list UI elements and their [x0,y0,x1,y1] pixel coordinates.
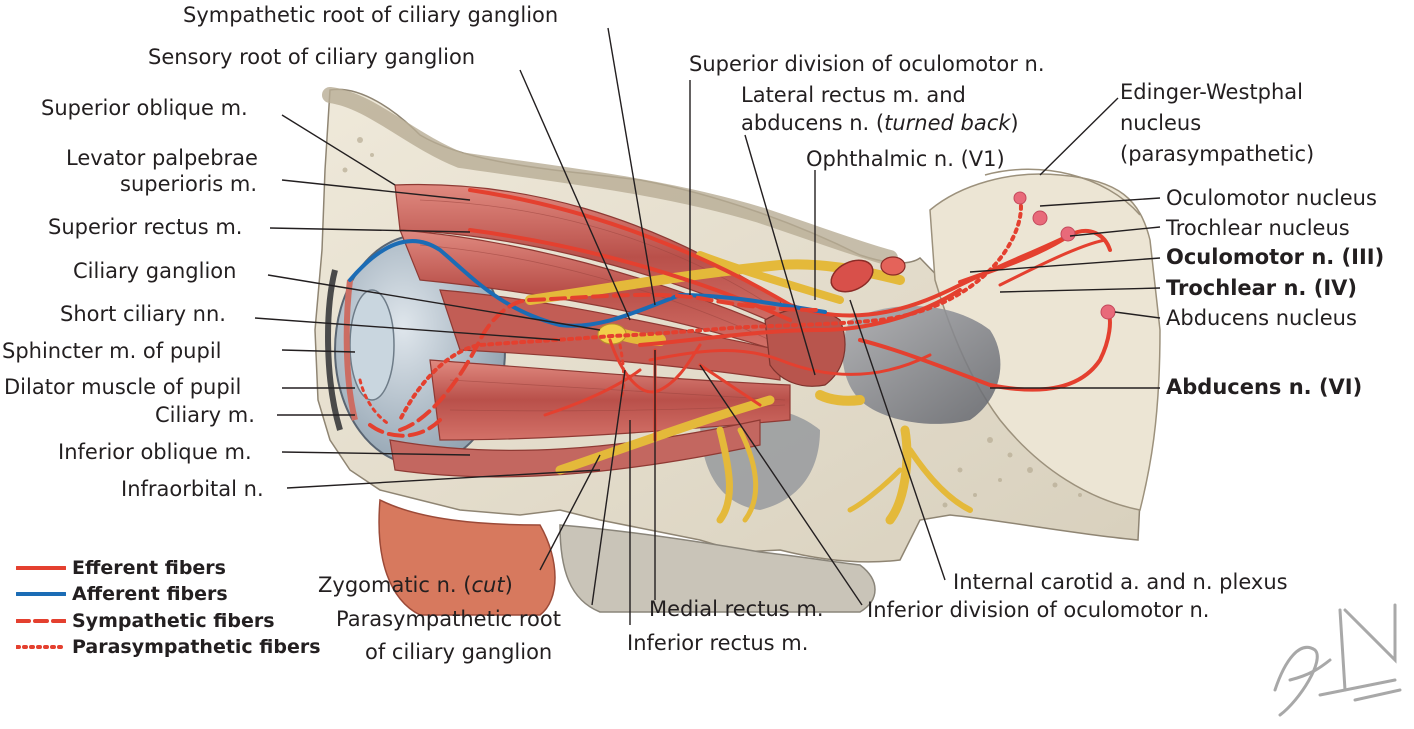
legend-label: Efferent fibers [72,557,226,579]
legend-item: Parasympathetic fibers [16,636,321,658]
label-inferior-oblique: Inferior oblique m. [58,440,252,464]
label-edinger-line1: Edinger-Westphal [1120,80,1303,104]
label-zygomatic-b: cut [471,573,505,597]
label-abducens-nerve: Abducens n. (VI) [1166,375,1363,399]
label-levator-line1: Levator palpebrae [66,146,258,170]
label-superior-rectus: Superior rectus m. [48,215,243,239]
label-parasym-root-line1: Parasympathetic root [336,607,561,631]
legend-label: Sympathetic fibers [72,610,275,632]
label-lateral-rectus-line1: Lateral rectus m. and [741,83,966,107]
label-infraorbital: Infraorbital n. [121,477,264,501]
label-internal-carotid: Internal carotid a. and n. plexus [953,570,1288,594]
label-sympathetic-root: Sympathetic root of ciliary ganglion [183,3,559,27]
label-inferior-division: Inferior division of oculomotor n. [867,598,1210,622]
label-superior-division: Superior division of oculomotor n. [689,52,1045,76]
label-ciliary-muscle: Ciliary m. [155,403,255,427]
legend-swatch [16,566,66,570]
label-zygomatic-c: ) [504,573,513,597]
label-lateral-rectus-b: turned back [884,111,1011,135]
netter-signature [1273,603,1402,717]
label-ciliary-ganglion: Ciliary ganglion [73,259,237,283]
label-levator-line2: superioris m. [120,172,258,196]
label-zygomatic: Zygomatic n. (cut) [318,573,513,597]
label-edinger-line2: nucleus [1120,111,1202,135]
label-superior-oblique: Superior oblique m. [41,96,248,120]
legend-item: Afferent fibers [16,583,228,605]
label-medial-rectus: Medial rectus m. [649,597,824,621]
label-edinger-line3: (parasympathetic) [1120,142,1315,166]
brainstem-nuclei [1013,191,1116,320]
label-lateral-rectus-a: abducens n. ( [741,111,885,135]
label-inferior-rectus: Inferior rectus m. [627,631,809,655]
label-trochlear-nerve: Trochlear n. (IV) [1166,276,1357,300]
label-zygomatic-a: Zygomatic n. ( [318,573,472,597]
label-abducens-nucleus: Abducens nucleus [1166,306,1357,330]
label-lateral-rectus-line2: abducens n. (turned back) [741,111,1019,135]
label-sensory-root: Sensory root of ciliary ganglion [148,45,476,69]
label-short-ciliary: Short ciliary nn. [60,302,226,326]
leader-lines [254,27,1161,625]
label-dilator: Dilator muscle of pupil [4,375,242,399]
legend-swatch [16,645,66,649]
legend-item: Sympathetic fibers [16,610,275,632]
legend-swatch [16,619,66,623]
label-trochlear-nucleus: Trochlear nucleus [1166,216,1350,240]
legend-swatch [16,592,66,596]
legend-label: Afferent fibers [72,583,228,605]
internal-carotid-artery [830,256,906,293]
label-parasym-root-line2: of ciliary ganglion [365,640,553,664]
legend-label: Parasympathetic fibers [72,636,321,658]
label-lateral-rectus-c: ) [1010,111,1019,135]
label-ophthalmic: Ophthalmic n. (V1) [806,147,1005,171]
label-sphincter: Sphincter m. of pupil [2,339,222,363]
afferent-fibers [348,239,827,328]
label-oculomotor-nucleus: Oculomotor nucleus [1166,186,1377,210]
legend-item: Efferent fibers [16,557,226,579]
label-oculomotor-nerve: Oculomotor n. (III) [1166,245,1385,269]
